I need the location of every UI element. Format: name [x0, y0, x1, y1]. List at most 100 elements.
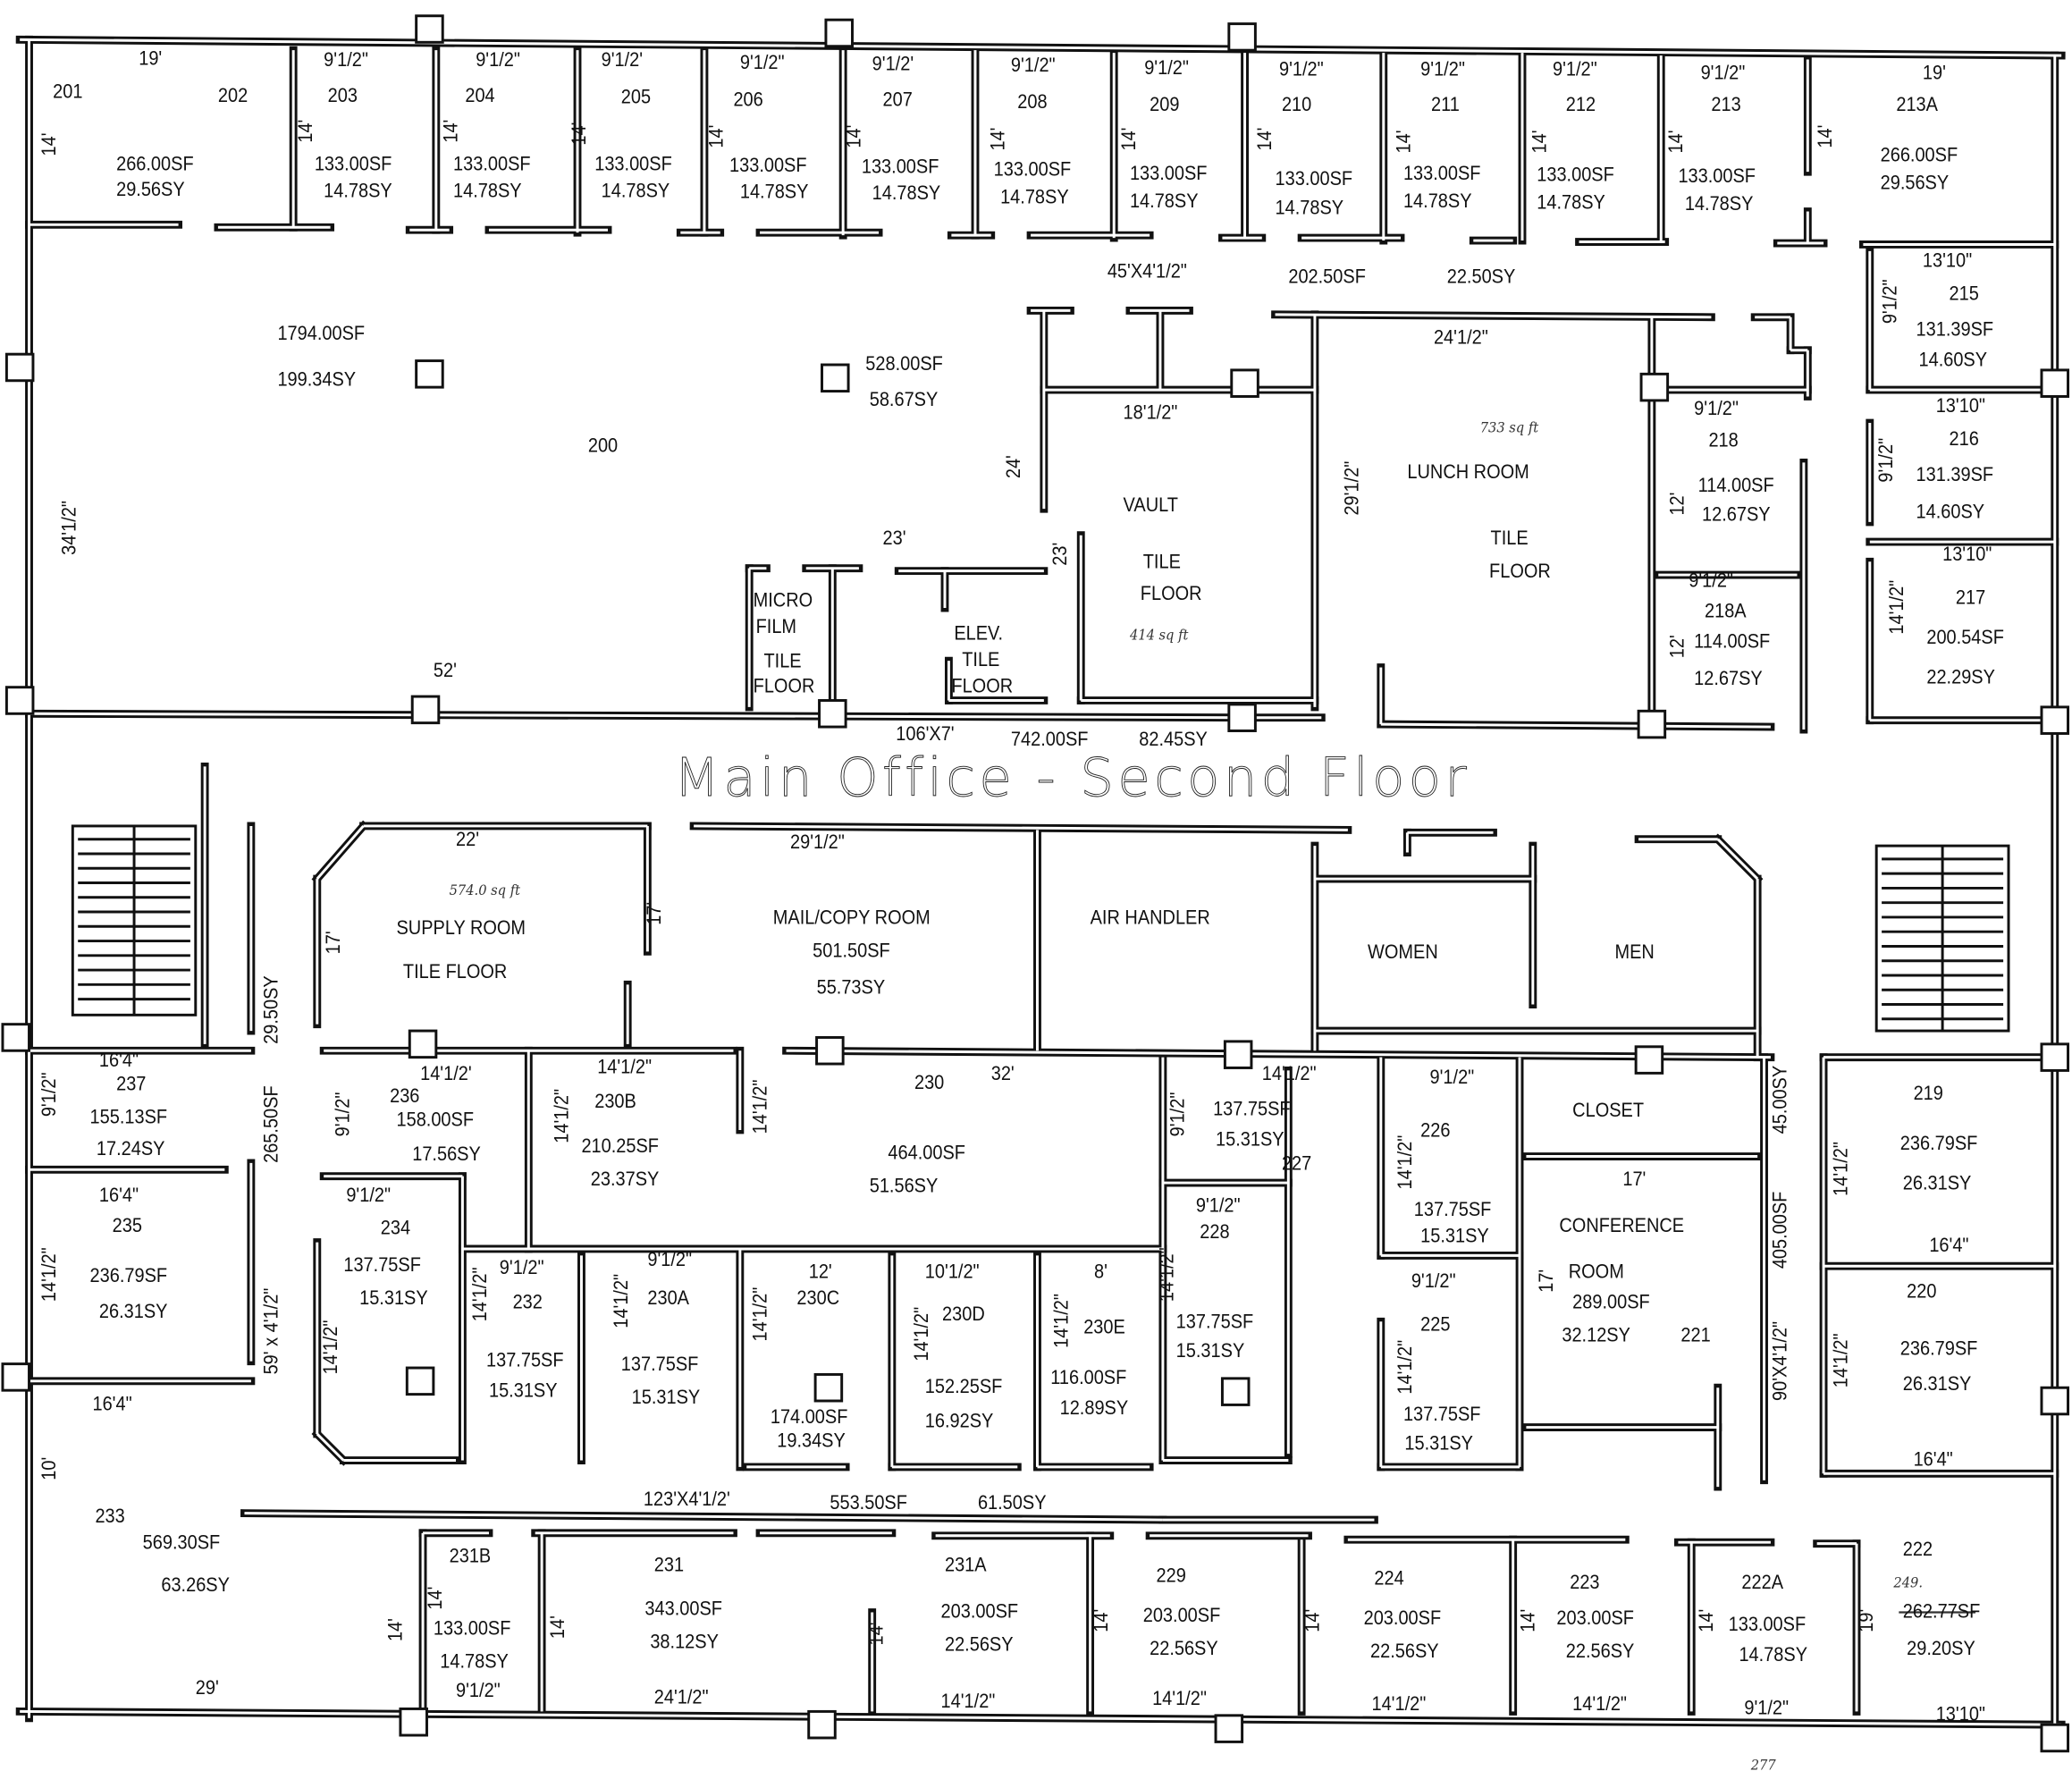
corridor_bottom-area-sf: 553.50SF	[830, 1492, 907, 1515]
room-222a-area-sy: 14.78SY	[1739, 1644, 1808, 1667]
room-210-area-sy: 14.78SY	[1275, 197, 1344, 220]
room-224-area-sf: 203.00SF	[1363, 1607, 1442, 1630]
room-225-room-number: 225	[1420, 1313, 1451, 1337]
room-205-room-number: 205	[620, 86, 652, 109]
room-222-area-sf: 262.77SF	[1902, 1600, 1981, 1624]
microfilm-label: FLOOR	[753, 675, 815, 698]
room-217-dimension-label: 13'10"	[1942, 543, 1992, 566]
elevator-label: ELEV.	[954, 622, 1004, 645]
room-228-area-sf: 137.75SF	[1175, 1311, 1254, 1334]
room-220-dimension-label: 14'1/2"	[1830, 1333, 1853, 1388]
room-231a-dimension-label: 14'	[865, 1622, 889, 1646]
room-215-room-number: 215	[1949, 283, 1979, 306]
wall-inner	[316, 1432, 345, 1462]
corridor_left-area-sy: 29.50SY	[260, 975, 283, 1044]
room-218a-dimension-label: 9'1/2"	[1689, 569, 1734, 593]
lunch-room-name: LUNCH ROOM	[1407, 460, 1529, 485]
structural-column	[1230, 368, 1259, 398]
room-230b-area-sf: 210.25SF	[581, 1134, 659, 1158]
room-231-area-sf: 343.00SF	[644, 1598, 722, 1621]
room-215-dimension-label: 13'10"	[1922, 249, 1973, 273]
room-231a-area-sy: 22.56SY	[944, 1633, 1014, 1657]
room-215-area-sy: 14.60SY	[1918, 349, 1988, 372]
lunch-label: FLOOR	[1489, 560, 1551, 583]
room-228-dimension-label: 9'1/2"	[1195, 1194, 1241, 1218]
structural-column	[1, 1023, 31, 1052]
structural-column	[399, 1707, 428, 1737]
room-233-area-sy: 63.26SY	[161, 1573, 230, 1597]
room-230a-dimension-label: 14'1/2"	[610, 1273, 634, 1328]
room-226-area-sf: 137.75SF	[1413, 1198, 1492, 1221]
room-230e-area-sy: 12.89SY	[1059, 1396, 1129, 1420]
corridor_bottom-dimension-label: 123'X4'1/2'	[643, 1488, 730, 1511]
mail-area-sy: 55.73SY	[816, 976, 886, 999]
room-237-room-number: 237	[116, 1073, 147, 1096]
air-room-name: AIR HANDLER	[1090, 907, 1210, 930]
room-213-area-sy: 14.78SY	[1684, 192, 1754, 215]
corridor_left-dimension-label: 59' x 4'1/2"	[260, 1287, 283, 1375]
room-200-dimension-label: 24'	[1003, 455, 1026, 479]
corridor_top-dimension-label: 45'X4'1/2"	[1107, 260, 1187, 283]
room-209-dimension-label: 14'	[1117, 127, 1141, 151]
room-202-room-number: 202	[217, 84, 248, 107]
room-217-room-number: 217	[1955, 586, 1986, 610]
room-207-dimension-label: 9'1/2'	[872, 53, 914, 76]
lunch-dimension-label: 24'1/2"	[1433, 326, 1488, 350]
room-213a-dimension-label: 14'	[1814, 124, 1837, 148]
room-236-area-sy: 17.56SY	[412, 1143, 481, 1166]
structural-column	[815, 1035, 845, 1066]
room-221-room-number: 221	[1680, 1324, 1711, 1347]
room-231a-room-number: 231A	[944, 1554, 987, 1577]
room-215-area-sf: 131.39SF	[1916, 318, 1994, 342]
room-226-dimension-label: 14'1/2"	[1394, 1134, 1417, 1190]
room-227-dimension-label: 14'1/2"	[1261, 1062, 1317, 1085]
wall-inner	[1380, 722, 1771, 729]
structural-column	[818, 699, 847, 729]
structural-column	[1220, 1377, 1251, 1406]
room-230d-area-sy: 16.92SY	[924, 1410, 994, 1433]
room-213a-dimension-label: 19'	[1922, 62, 1946, 85]
supply-handwritten-note: 574.0 sq ft	[449, 881, 521, 899]
room-223-area-sy: 22.56SY	[1565, 1640, 1635, 1663]
room-230b-dimension-label: 14'1/2"	[551, 1088, 574, 1143]
structural-column	[1639, 372, 1670, 402]
room-218a-room-number: 218A	[1705, 600, 1747, 623]
structural-column	[813, 1372, 844, 1403]
room-221-dimension-label: 17'	[1535, 1269, 1558, 1293]
room-218-area-sf: 114.00SF	[1697, 474, 1774, 497]
room-223-room-number: 223	[1570, 1571, 1600, 1594]
room-220-area-sy: 26.31SY	[1902, 1372, 1972, 1396]
room-230d-dimension-label: 10'1/2"	[924, 1261, 980, 1284]
room-233-dimension-label: 29'	[195, 1676, 219, 1700]
microfilm-label: FILM	[755, 615, 797, 639]
room-204-dimension-label: 14'	[440, 119, 463, 143]
wall-inner	[316, 824, 365, 881]
room-230d-area-sf: 152.25SF	[924, 1375, 1003, 1399]
room-230d-room-number: 230D	[942, 1303, 985, 1326]
lunch-dimension-label: 29'1/2"	[1341, 460, 1364, 516]
room-227-area-sf: 137.75SF	[1213, 1098, 1291, 1121]
room-212-area-sy: 14.78SY	[1537, 191, 1605, 215]
room-204-area-sy: 14.78SY	[453, 180, 522, 203]
room-218a-area-sf: 114.00SF	[1694, 630, 1771, 654]
room-209-area-sy: 14.78SY	[1129, 190, 1199, 214]
room-213a-room-number: 213A	[1896, 93, 1938, 117]
room-230b-dimension-label: 14'1/2"	[597, 1056, 653, 1079]
structural-column	[1227, 703, 1257, 732]
room-222-dimension-label: 13'10"	[1935, 1703, 1986, 1726]
room-230b-area-sy: 23.37SY	[590, 1168, 660, 1191]
room-229-area-sy: 22.56SY	[1150, 1637, 1218, 1660]
room-233-area-sf: 569.30SF	[142, 1531, 221, 1555]
room-205-area-sf: 133.00SF	[594, 153, 672, 176]
corridor_left-area-sf: 265.50SF	[260, 1085, 283, 1163]
room-224-dimension-label: 14'	[1301, 1608, 1325, 1632]
room-231b-dimension-label: 9'1/2"	[456, 1679, 501, 1703]
structural-column	[405, 1366, 435, 1396]
room-236-area-sf: 158.00SF	[396, 1109, 475, 1132]
room-218-area-sy: 12.67SY	[1702, 503, 1771, 527]
room-221-area-sy: 32.12SY	[1562, 1324, 1630, 1347]
room-200-dimension-label: 52'	[433, 659, 457, 682]
room-210-room-number: 210	[1281, 93, 1312, 117]
structural-column	[4, 686, 35, 715]
